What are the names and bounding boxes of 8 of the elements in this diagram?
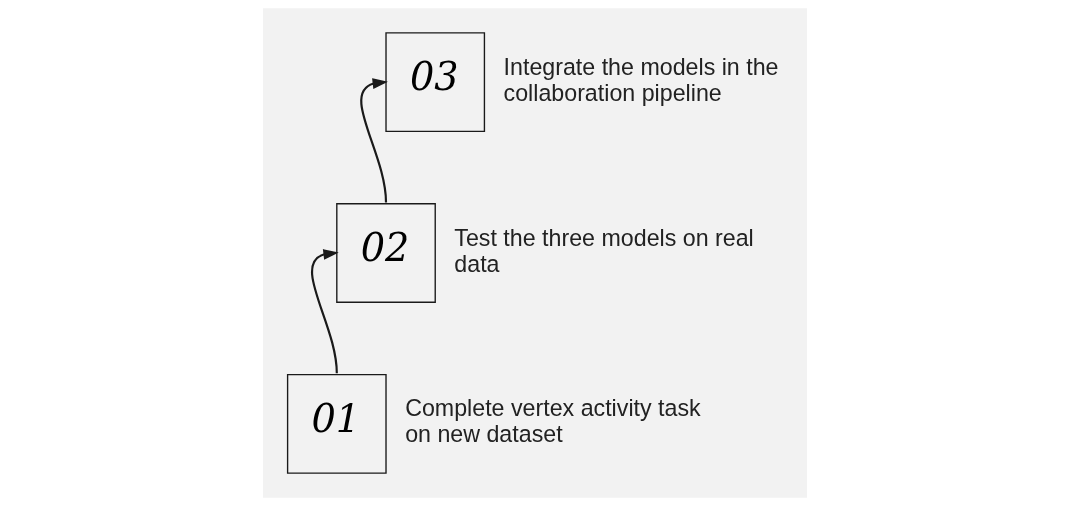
arrow xyxy=(311,249,339,374)
node-box: 03 xyxy=(385,32,486,133)
node-label: Test the three models on real data xyxy=(454,224,754,277)
arrow xyxy=(360,78,388,203)
node-box: 02 xyxy=(336,203,436,303)
node-label: Integrate the models in the collaboration pipeline xyxy=(503,53,779,106)
node-label: Complete vertex activity task on new dataset xyxy=(405,395,701,448)
node-box: 01 xyxy=(286,373,387,474)
